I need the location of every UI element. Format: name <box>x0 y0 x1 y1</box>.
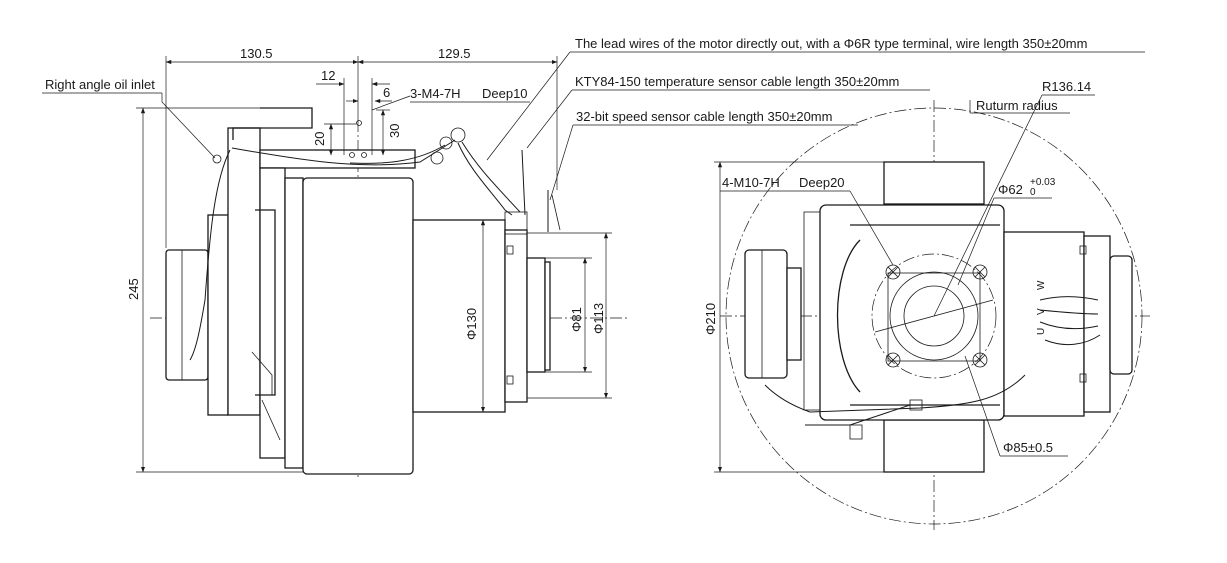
left-end-cap <box>165 249 209 381</box>
leader-85 <box>964 355 1001 457</box>
tapped-hole-tr <box>972 264 988 280</box>
top-boss <box>883 161 985 205</box>
front-view <box>714 94 1150 530</box>
housing-body <box>302 177 414 475</box>
bottom-boss <box>883 419 985 473</box>
front-view-labels: R136.14 Ruturm radius 4-M10-7H Deep20 Φ6… <box>703 79 1091 455</box>
terminal-ring-1 <box>450 127 466 143</box>
return-radius-value: R136.14 <box>1042 79 1091 94</box>
dia-62-tol-lower: 0 <box>1030 187 1036 198</box>
housing-flange <box>284 177 304 469</box>
leader-lead-wires <box>486 51 571 161</box>
oil-inlet-fitting <box>212 154 222 164</box>
bottom-connector <box>849 424 863 440</box>
dia-113-label: Φ113 <box>591 303 606 334</box>
front-left-collar <box>786 267 802 361</box>
front-body-side <box>803 211 821 411</box>
phase-w-label: W <box>1036 280 1047 290</box>
motor-section <box>412 219 506 413</box>
dim-130-5-label: 130.5 <box>240 46 273 61</box>
terminal-ring-2 <box>439 136 453 150</box>
side-view <box>42 51 1145 480</box>
housing-inner-wall <box>259 167 286 459</box>
dia-130-label: Φ130 <box>464 308 479 340</box>
leader-4-m10 <box>849 190 894 266</box>
side-view-labels: 130.5 129.5 12 6 20 30 245 Φ130 Φ81 Φ113… <box>45 36 1087 340</box>
tapped-hole-bl <box>885 352 901 368</box>
front-left-cap <box>744 249 788 379</box>
front-end-cap <box>1109 255 1133 375</box>
dim-30-label: 30 <box>387 124 402 138</box>
tapped-hole-2 <box>361 152 367 158</box>
dia-62-label: Φ62 <box>998 182 1023 197</box>
tapped-hole-1 <box>349 152 355 158</box>
terminal-ring-3 <box>430 151 444 165</box>
speed-sensor-note: 32-bit speed sensor cable length 350±20m… <box>576 109 832 124</box>
phase-v-label: V <box>1036 308 1047 315</box>
sensor-housing <box>526 257 546 373</box>
cable-clamp <box>909 399 923 411</box>
top-terminal-box <box>259 149 416 169</box>
lead-wires-note: The lead wires of the motor directly out… <box>575 36 1087 51</box>
dia-62-tol-upper: +0.03 <box>1030 177 1056 188</box>
return-radius-label: Ruturm radius <box>976 98 1058 113</box>
leader-temp-sensor <box>526 89 573 149</box>
bore-square <box>887 272 981 362</box>
leader-speed-sensor <box>549 124 574 201</box>
oil-inlet-label: Right angle oil inlet <box>45 77 155 92</box>
end-disc <box>544 261 551 371</box>
front-tapped-depth-label: Deep20 <box>799 175 845 190</box>
leader-3-m4 <box>371 95 411 111</box>
tapped-depth-label: Deep10 <box>482 86 528 101</box>
front-tapped-holes-label: 4-M10-7H <box>722 175 780 190</box>
dia-210-label: Φ210 <box>703 303 718 335</box>
dia-85-label: Φ85±0.5 <box>1003 440 1053 455</box>
dim-129-5-label: 129.5 <box>438 46 471 61</box>
dim-12-label: 12 <box>321 68 335 83</box>
tapped-holes-label: 3-M4-7H <box>410 86 461 101</box>
tapped-hole-3 <box>356 120 362 126</box>
dim-245-label: 245 <box>126 278 141 300</box>
front-motor-flange <box>1083 235 1111 413</box>
bore-62 <box>903 285 965 347</box>
dia-81-label: Φ81 <box>569 307 584 332</box>
temp-sensor-note: KTY84-150 temperature sensor cable lengt… <box>575 74 899 89</box>
leader-r136 <box>933 94 1043 317</box>
leader-oil-inlet <box>161 93 216 159</box>
housing-left-wall <box>227 127 261 416</box>
bore-85 <box>889 271 979 361</box>
tapped-hole-br <box>972 352 988 368</box>
dim-6-label: 6 <box>383 85 390 100</box>
bore-pcd-circle <box>871 253 997 379</box>
dim-20-label: 20 <box>312 132 327 146</box>
leader-62 <box>957 197 995 286</box>
cable-gland <box>504 211 528 235</box>
left-flange <box>207 214 229 416</box>
phase-u-label: U <box>1036 328 1047 335</box>
